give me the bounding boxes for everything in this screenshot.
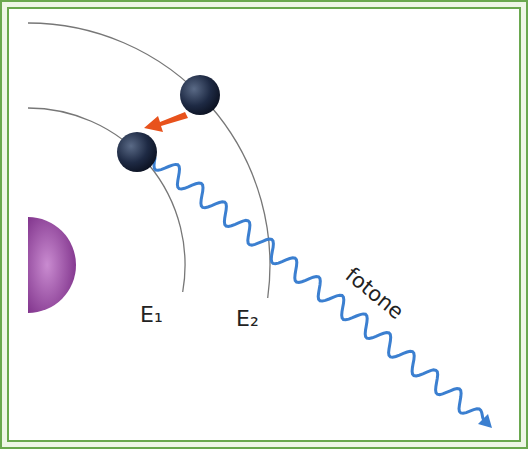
inner-frame xyxy=(8,8,520,441)
photon-wave xyxy=(154,158,484,420)
nucleus xyxy=(28,217,76,313)
orbit-e1 xyxy=(28,108,185,292)
transition-arrow xyxy=(144,112,188,132)
photon-arrowhead xyxy=(478,414,492,428)
electron-e2 xyxy=(180,75,220,115)
orbit-e2 xyxy=(28,23,270,298)
energy-level-label: E₁ xyxy=(140,304,163,326)
energy-level-label: E₂ xyxy=(236,308,259,330)
electron-e1 xyxy=(117,132,157,172)
